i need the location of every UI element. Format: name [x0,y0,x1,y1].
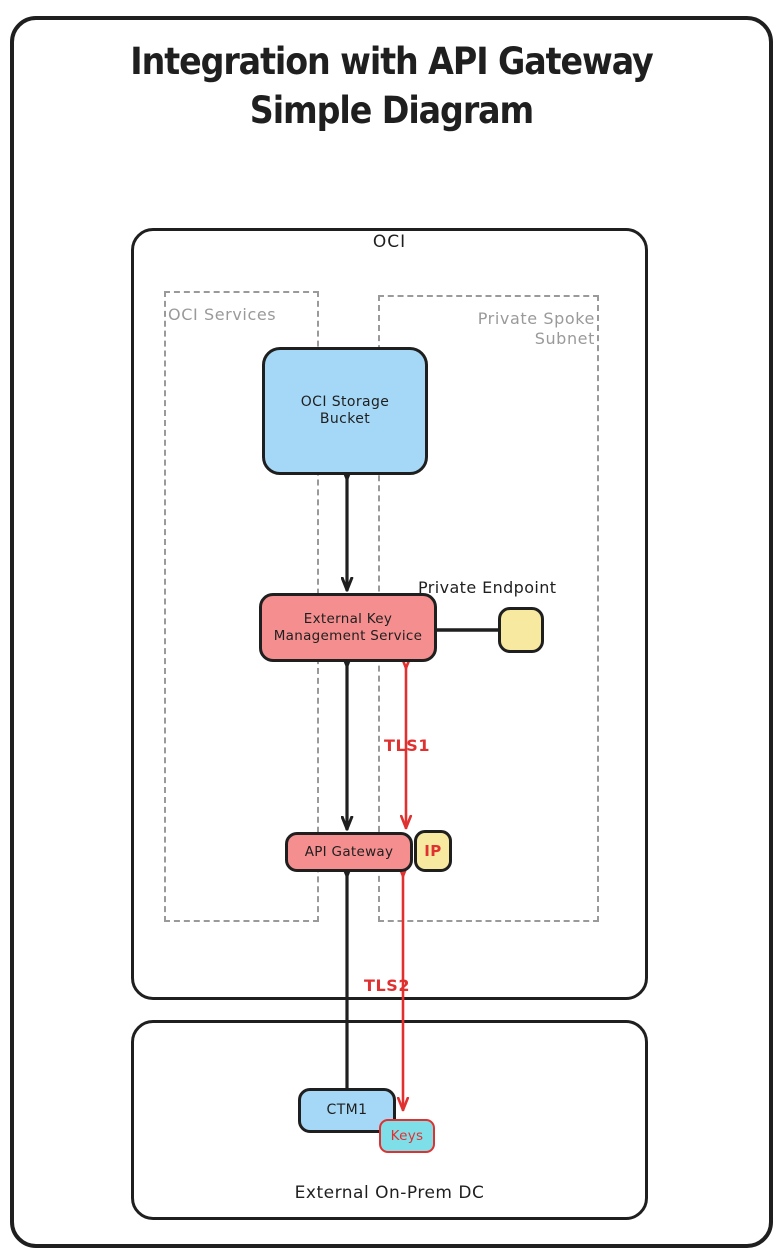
node-private-endpoint-label: Private Endpoint [418,578,557,597]
container-oci-label: OCI [372,232,407,252]
page-title: Integration with API Gateway Simple Diag… [10,38,773,136]
title-line-2: Simple Diagram [249,88,534,132]
zone-private-spoke-subnet-label: Private Spoke Subnet [477,309,595,348]
node-external-key-management-service-label: External Key Management Service [273,610,423,644]
node-ip[interactable]: IP [414,830,452,872]
node-ip-label: IP [424,841,442,860]
node-api-gateway-label: API Gateway [304,843,394,860]
container-external-on-prem-dc-label: External On-Prem DC [294,1183,485,1203]
node-oci-storage-bucket[interactable]: OCI Storage Bucket [262,347,428,475]
node-keys[interactable]: Keys [379,1119,435,1153]
title-line-1: Integration with API Gateway [130,40,653,83]
node-external-key-management-service[interactable]: External Key Management Service [259,593,437,662]
edge-label-tls2: TLS2 [364,976,411,995]
edge-label-tls1: TLS1 [384,736,431,755]
node-ctm1-label: CTM1 [326,1101,368,1118]
node-oci-storage-bucket-label: OCI Storage Bucket [300,393,390,428]
node-private-endpoint[interactable] [498,607,544,653]
zone-oci-services-label: OCI Services [168,305,277,324]
node-keys-label: Keys [390,1127,424,1144]
node-api-gateway[interactable]: API Gateway [285,832,413,872]
